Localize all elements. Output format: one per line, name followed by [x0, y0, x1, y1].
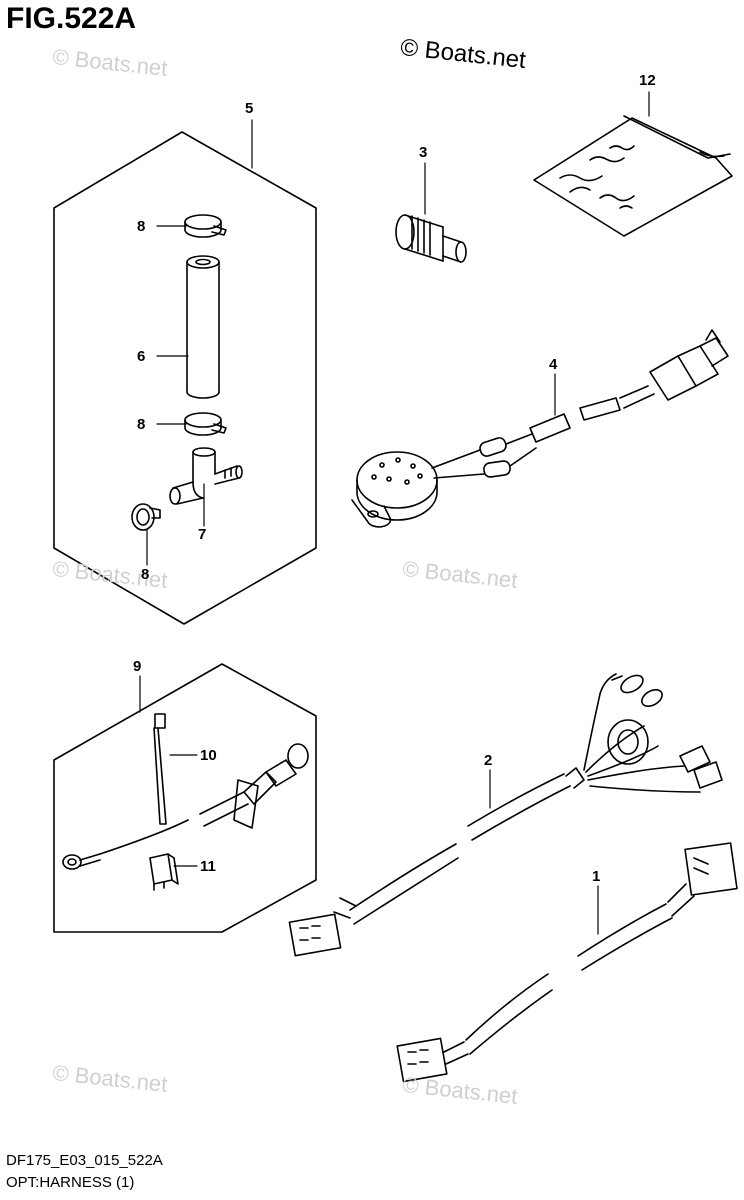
- cable-tie-10: [153, 713, 167, 825]
- kit-5-outline: [53, 131, 317, 625]
- figure-caption: OPT:HARNESS (1): [6, 1174, 135, 1191]
- figure-code: DF175_E03_015_522A: [6, 1152, 163, 1169]
- clamp-8-bottom: [131, 503, 161, 531]
- callout-8-bottom: 8: [141, 566, 150, 583]
- buzzer-4: [351, 329, 729, 528]
- figure-title: FIG.522A: [6, 2, 137, 35]
- harness-1: [396, 842, 738, 1083]
- leader-lines: [139, 91, 650, 935]
- callout-3: 3: [419, 144, 428, 161]
- clamp-8-middle: [184, 412, 227, 436]
- bag-12: [533, 115, 733, 237]
- callout-10: 10: [200, 747, 217, 764]
- callout-1: 1: [592, 868, 601, 885]
- connector-3: [395, 214, 467, 263]
- fuse-11: [149, 853, 179, 891]
- callout-12: 12: [639, 72, 656, 89]
- callout-8-top: 8: [137, 218, 146, 235]
- callout-7: 7: [198, 526, 207, 543]
- kit-9-outline: [53, 663, 317, 933]
- callout-9: 9: [133, 658, 142, 675]
- callout-2: 2: [484, 752, 493, 769]
- tee-fitting-7: [169, 447, 243, 505]
- hose-6: [186, 255, 220, 399]
- harness-2: [288, 673, 723, 957]
- callout-11: 11: [200, 858, 216, 875]
- kit-9-harness: [62, 743, 309, 870]
- callout-4: 4: [549, 356, 558, 373]
- callout-5: 5: [245, 100, 254, 117]
- callout-6: 6: [137, 348, 146, 365]
- clamp-8-top: [184, 214, 227, 238]
- callout-8-middle: 8: [137, 416, 146, 433]
